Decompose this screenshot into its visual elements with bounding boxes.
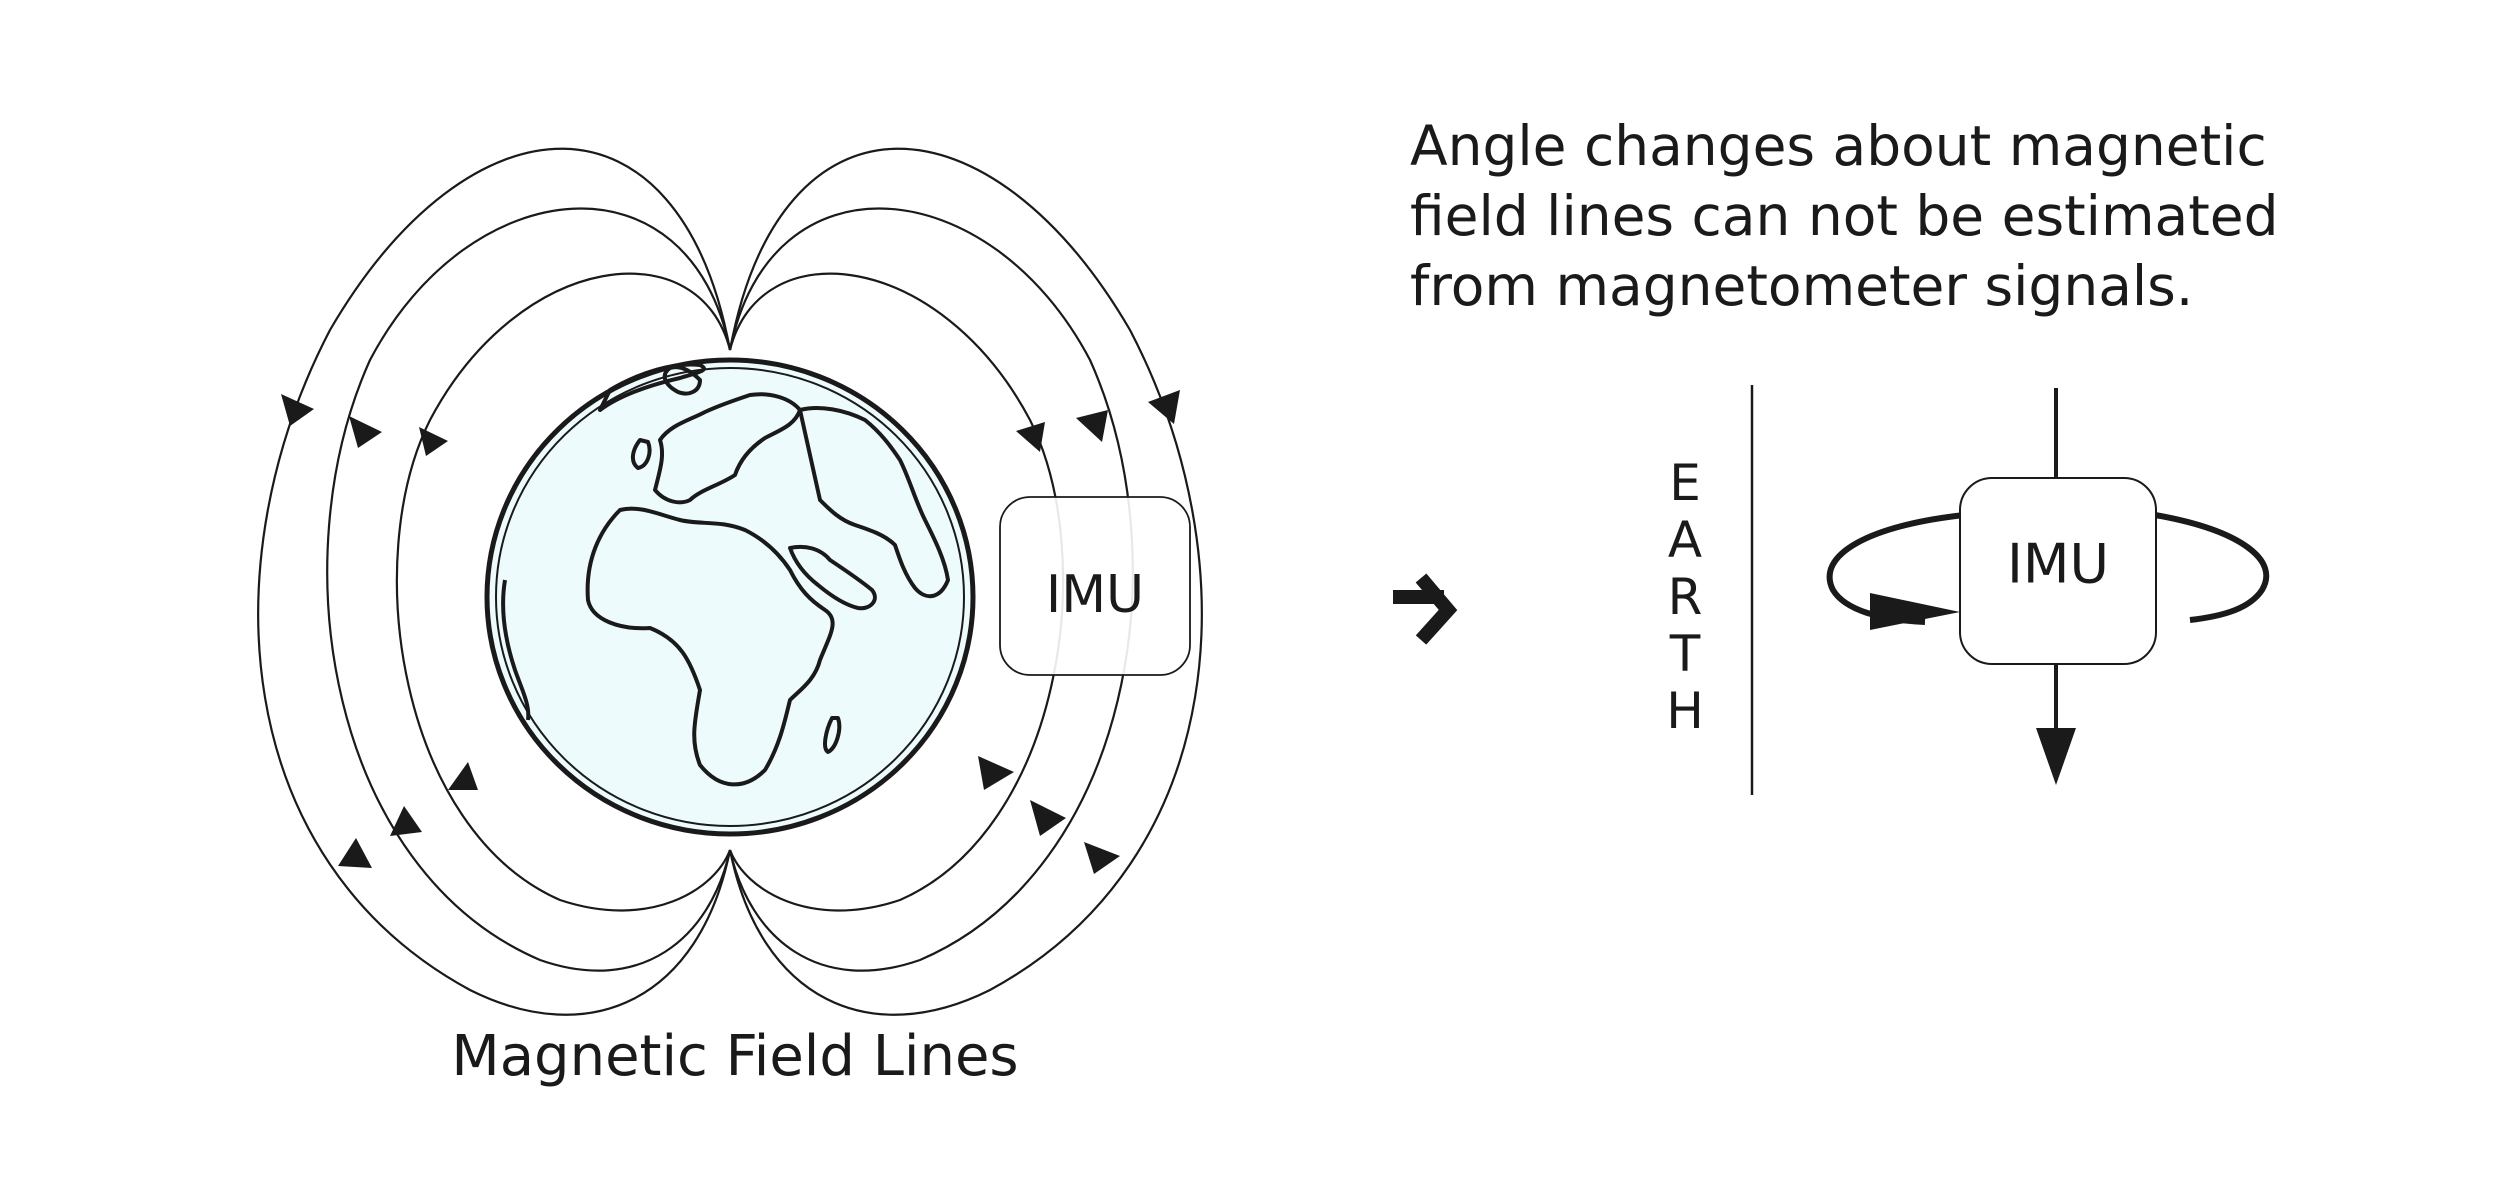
field-line-arrow-icon — [281, 394, 314, 426]
earth-letter: H — [1666, 682, 1704, 740]
field-line-arrow-icon — [349, 416, 382, 448]
rotation-path-right — [2154, 512, 2270, 623]
earth-label: E A R T H — [1666, 454, 1704, 740]
continents — [501, 362, 950, 787]
continent-madagascar — [823, 716, 842, 754]
rotation-arrow-icon — [1870, 593, 1960, 630]
field-line-arrow-icon — [1084, 842, 1120, 874]
continent-africa — [585, 506, 835, 787]
imu-box-left-frame — [999, 496, 1191, 676]
earth-letter: T — [1669, 625, 1701, 683]
earth-letter: A — [1668, 511, 1702, 569]
continent-britain — [631, 438, 652, 470]
continent-arctic-coast — [598, 362, 706, 412]
field-line-arrows — [281, 390, 1180, 874]
earth-letter: R — [1668, 568, 1703, 626]
continent-south-america-edge — [501, 579, 531, 721]
down-arrow-icon — [2036, 728, 2076, 785]
right-panel: Angle changes about magnetic field lines… — [1410, 114, 2279, 795]
field-line-arrow-icon — [1148, 390, 1180, 424]
field-line-arrow-icon — [338, 838, 372, 868]
field-line-right-outer — [728, 147, 1203, 1016]
field-line-arrow-icon — [1016, 422, 1045, 452]
earth-globe — [484, 357, 976, 837]
field-line-arrow-icon — [448, 762, 478, 790]
caption-magnetic-field-lines: Magnetic Field Lines — [451, 1024, 1018, 1089]
transition-arrow-icon — [1393, 573, 1458, 645]
earth-outline-outer — [484, 357, 976, 837]
field-line-left-mid — [326, 207, 732, 972]
description-line-1: Angle changes about magnetic — [1410, 114, 2267, 178]
imu-label-right: IMU — [2007, 533, 2109, 596]
left-panel: IMU Magnetic Field Lines — [257, 147, 1203, 1089]
earth-outline-inner — [495, 367, 965, 827]
imu-box-left: IMU — [999, 496, 1191, 676]
field-line-arrow-icon — [390, 806, 422, 836]
continent-arabia — [788, 544, 877, 611]
field-line-arrow-icon — [978, 756, 1014, 790]
description-line-2: field lines can not be estimated — [1410, 184, 2279, 248]
imu-label-left: IMU — [1046, 565, 1144, 625]
field-line-arrow-icon — [419, 427, 448, 456]
continent-asia — [798, 406, 950, 599]
field-line-left-outer — [257, 147, 732, 1016]
imu-box-right: IMU — [1959, 477, 2157, 665]
description-line-3: from magnetometer signals. — [1410, 254, 2193, 318]
earth-letter: E — [1669, 454, 1701, 512]
field-line-arrow-icon — [1076, 410, 1108, 442]
description-text: Angle changes about magnetic field lines… — [1410, 114, 2279, 318]
field-line-arrow-icon — [1030, 800, 1066, 836]
field-line-left-inner — [395, 272, 732, 912]
imu-box-right-frame — [1959, 477, 2157, 665]
